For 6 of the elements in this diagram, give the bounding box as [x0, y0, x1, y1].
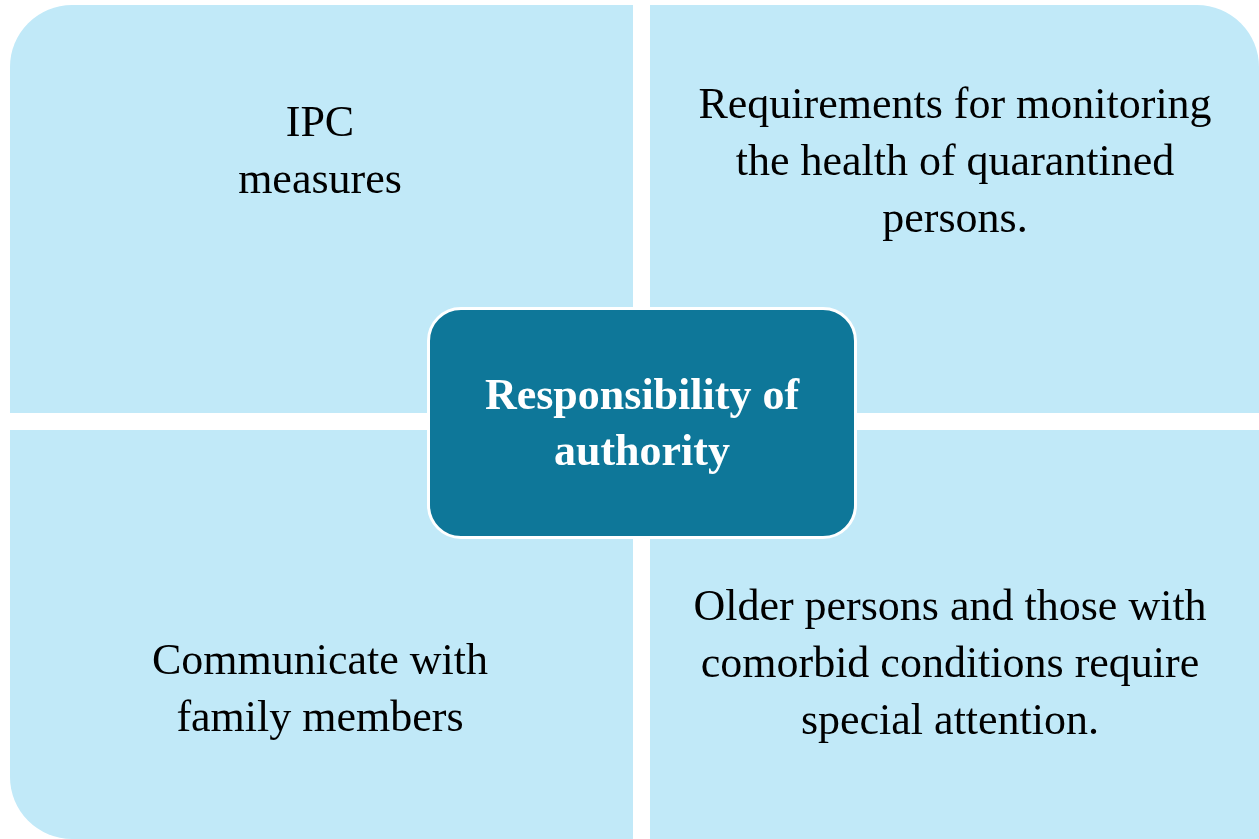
node-text: Older persons and those with comorbid conditions require special attention. [692, 580, 1208, 746]
node-text: IPC measures [237, 96, 403, 205]
center-box [427, 307, 857, 539]
node-text: Responsibility of authority [483, 369, 801, 477]
node-text: Requirements for monitoring the health of quarantined persons. [697, 78, 1213, 244]
node-text: Communicate with family members [150, 634, 490, 743]
